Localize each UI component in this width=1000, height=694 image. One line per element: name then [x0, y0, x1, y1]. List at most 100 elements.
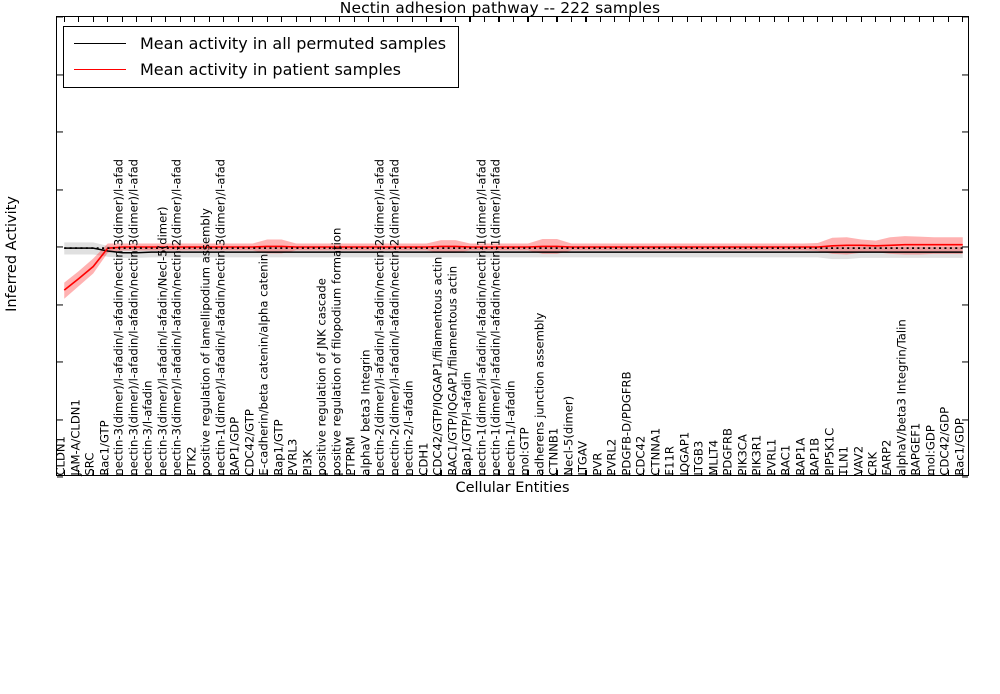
x-axis-label: Cellular Entities: [455, 480, 570, 496]
x-tick-label: SRC: [82, 453, 97, 476]
x-tick-label: nectin-1/l-afadin: [503, 380, 518, 476]
x-tick-mark: [353, 17, 355, 22]
x-tick-mark: [411, 17, 413, 22]
x-tick-mark: [194, 470, 196, 475]
x-tick-label: positive regulation of filopodium format…: [329, 228, 344, 476]
x-tick-mark: [947, 470, 949, 475]
x-tick-label: nectin-1(dimer)/l-afadin/l-afadin/nectin…: [488, 159, 503, 476]
x-tick-mark: [933, 17, 935, 22]
x-tick-mark: [904, 17, 906, 22]
x-tick-mark: [802, 17, 804, 22]
x-tick-mark: [469, 17, 471, 22]
x-tick-mark: [541, 470, 544, 475]
patient-mean-line: [63, 243, 963, 291]
y-tick-mark: [57, 418, 63, 421]
x-tick-mark: [295, 17, 297, 22]
y-tick-mark: [57, 246, 63, 248]
x-tick-mark: [194, 17, 196, 22]
y-tick-mark: [57, 73, 63, 76]
x-tick-label: PI3K: [300, 450, 315, 476]
x-tick-label: positive regulation of lamellipodium ass…: [198, 208, 213, 476]
x-tick-mark: [208, 470, 210, 475]
y-axis-label: Inferred Activity: [4, 196, 20, 312]
chart-legend: Mean activity in all permuted samples Me…: [63, 26, 460, 88]
x-tick-label: positive regulation of JNK cascade: [314, 278, 329, 476]
x-tick-label: nectin-3(dimer)/l-afadin/l-afadin/nectin…: [169, 159, 184, 476]
x-tick-mark: [483, 17, 486, 22]
x-tick-label: adherens junction assembly: [532, 313, 547, 476]
x-tick-label: nectin-1(dimer)/l-afadin/l-afadin/nectin…: [474, 159, 489, 476]
x-tick-mark: [353, 470, 355, 475]
x-tick-mark: [324, 470, 326, 475]
x-tick-mark: [252, 17, 254, 22]
legend-swatch-line-red: [74, 69, 126, 70]
x-tick-label: RAP1A: [792, 438, 807, 476]
x-tick-label: RAC1: [778, 445, 793, 476]
x-tick-label: JAM-A/CLDN1: [68, 399, 83, 476]
x-tick-mark: [788, 17, 790, 22]
x-tick-label: RAPGEF1: [908, 423, 923, 476]
x-tick-label: PDGFRB: [720, 428, 735, 476]
x-tick-mark: [715, 17, 717, 22]
x-tick-mark: [425, 17, 428, 22]
x-tick-mark: [657, 17, 659, 22]
x-tick-mark: [165, 17, 167, 22]
x-tick-mark: [92, 470, 94, 475]
x-tick-label: PVRL3: [285, 439, 300, 476]
x-tick-mark: [295, 470, 297, 475]
x-tick-label: ITGB3: [691, 441, 706, 476]
x-tick-label: TLN1: [836, 446, 851, 476]
x-tick-mark: [121, 470, 123, 475]
x-tick-mark: [918, 470, 920, 475]
x-tick-label: Necl-5(dimer): [561, 396, 576, 476]
x-tick-label: PIK3CA: [734, 434, 749, 476]
x-tick-mark: [92, 17, 94, 22]
x-tick-label: nectin-2(dimer)/l-afadin/l-afadin/nectin…: [387, 159, 402, 476]
x-tick-label: CDC42/GTP/IQGAP1/filamentous actin: [430, 257, 445, 476]
x-tick-mark: [150, 17, 152, 22]
x-tick-label: nectin-2/l-afadin: [401, 380, 416, 476]
x-tick-mark: [512, 470, 515, 475]
x-tick-mark: [223, 17, 225, 22]
x-tick-mark: [281, 470, 283, 475]
x-tick-mark: [730, 470, 732, 475]
x-tick-label: mol:GDP: [923, 425, 938, 476]
x-tick-mark: [454, 17, 457, 22]
x-tick-mark: [150, 470, 152, 475]
y-tick-mark: [962, 73, 968, 76]
permuted-confidence-band: [64, 242, 963, 260]
x-tick-mark: [179, 17, 181, 22]
x-tick-label: CTNNA1: [648, 428, 663, 476]
x-tick-mark: [498, 17, 500, 22]
x-tick-mark: [860, 17, 862, 22]
permuted-mean-line: [64, 247, 963, 254]
x-tick-mark: [440, 17, 442, 22]
x-tick-mark: [498, 470, 500, 475]
x-tick-mark: [672, 470, 674, 475]
x-tick-mark: [527, 17, 529, 22]
x-tick-mark: [831, 470, 833, 475]
x-tick-mark: [643, 17, 645, 22]
x-tick-label: PVR: [590, 453, 605, 476]
y-tick-mark: [962, 246, 968, 248]
x-tick-mark: [817, 17, 819, 22]
x-tick-mark: [512, 17, 515, 22]
x-tick-mark: [657, 470, 659, 475]
x-tick-mark: [744, 470, 746, 475]
x-tick-mark: [599, 470, 601, 475]
x-tick-mark: [223, 470, 225, 475]
x-tick-mark: [570, 17, 572, 22]
x-tick-mark: [527, 470, 529, 475]
x-tick-mark: [585, 470, 587, 475]
x-tick-label: MLLT4: [705, 440, 720, 476]
x-tick-label: CDC42: [633, 436, 648, 476]
x-tick-label: F11R: [662, 446, 677, 476]
x-tick-mark: [672, 17, 674, 22]
y-tick-mark: [57, 476, 63, 478]
x-tick-mark: [686, 470, 688, 475]
x-tick-label: PIP5K1C: [821, 428, 836, 476]
x-tick-mark: [773, 17, 775, 22]
x-tick-mark: [875, 470, 877, 475]
x-tick-label: PIK3R1: [749, 435, 764, 476]
x-tick-mark: [237, 17, 239, 22]
